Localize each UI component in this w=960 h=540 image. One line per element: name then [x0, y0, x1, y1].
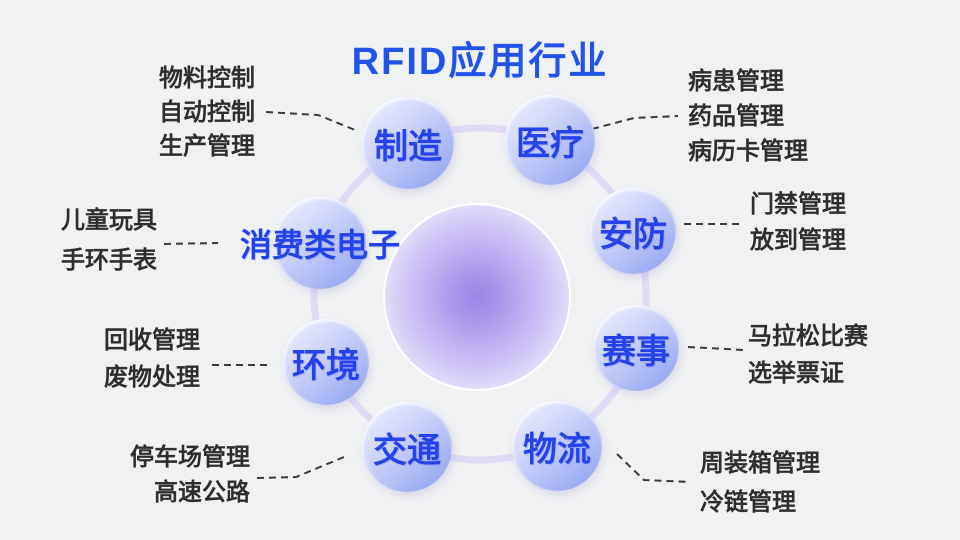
annotation-line: 马拉松比赛: [748, 323, 868, 350]
annotation-line: 周装箱管理: [700, 450, 820, 477]
node-label: 环境: [292, 346, 360, 385]
annotation-security: 门禁管理 放到管理: [750, 187, 846, 259]
annotation-line: 高速公路: [154, 479, 250, 506]
annotation-line: 生产管理: [159, 133, 255, 160]
annotation-line: 停车场管理: [130, 444, 250, 471]
center-glow-circle: [383, 203, 571, 391]
node-label: 消费类电子: [240, 227, 401, 263]
annotation-medical: 病患管理 药品管理 病历卡管理: [688, 64, 808, 169]
connector-ring: [310, 124, 650, 464]
node-label: 制造: [374, 127, 442, 166]
annotation-environment: 回收管理 废物处理: [104, 322, 200, 396]
annotation-traffic: 停车场管理 高速公路: [130, 440, 250, 510]
node-security: 安防: [590, 188, 676, 274]
node-logistics: 物流: [512, 401, 602, 491]
node-medical: 医疗: [505, 95, 595, 185]
node-label: 赛事: [602, 332, 670, 371]
annotation-line: 物料控制: [159, 65, 255, 92]
connector-manufacturing: [265, 111, 356, 131]
annotation-line: 手环手表: [61, 247, 157, 274]
annotation-line: 放到管理: [750, 227, 846, 254]
connector-events: [687, 346, 745, 351]
annotation-logistics: 周装箱管理 冷链管理: [700, 444, 820, 522]
node-label: 医疗: [516, 124, 584, 163]
annotation-events: 马拉松比赛 选举票证: [748, 318, 868, 392]
annotation-line: 废物处理: [104, 364, 200, 391]
connector-medical: [591, 115, 679, 130]
node-label: 交通: [373, 431, 441, 470]
annotation-line: 自动控制: [159, 99, 255, 126]
annotation-line: 儿童玩具: [61, 207, 157, 234]
connector-logistics: [616, 453, 691, 483]
node-label: 物流: [523, 430, 591, 469]
annotation-line: 药品管理: [688, 103, 784, 130]
annotation-line: 病历卡管理: [688, 138, 808, 165]
connector-consumer-electronics: [163, 242, 219, 245]
connector-traffic: [256, 456, 345, 479]
annotation-line: 病患管理: [688, 68, 784, 95]
node-environment: 环境: [283, 319, 369, 405]
node-traffic: 交通: [362, 402, 452, 492]
node-label: 安防: [599, 215, 667, 254]
annotation-line: 门禁管理: [750, 191, 846, 218]
annotation-line: 冷链管理: [700, 489, 796, 516]
annotation-line: 回收管理: [104, 327, 200, 354]
annotation-line: 选举票证: [748, 360, 844, 387]
node-consumer-electronics: 消费类电子: [240, 197, 400, 289]
annotation-manufacturing: 物料控制 自动控制 生产管理: [159, 62, 255, 164]
page-title: RFID应用行业: [351, 41, 609, 83]
node-manufacturing: 制造: [362, 97, 454, 189]
node-events: 赛事: [593, 305, 679, 391]
annotation-consumer-electronics: 儿童玩具 手环手表: [61, 201, 157, 281]
